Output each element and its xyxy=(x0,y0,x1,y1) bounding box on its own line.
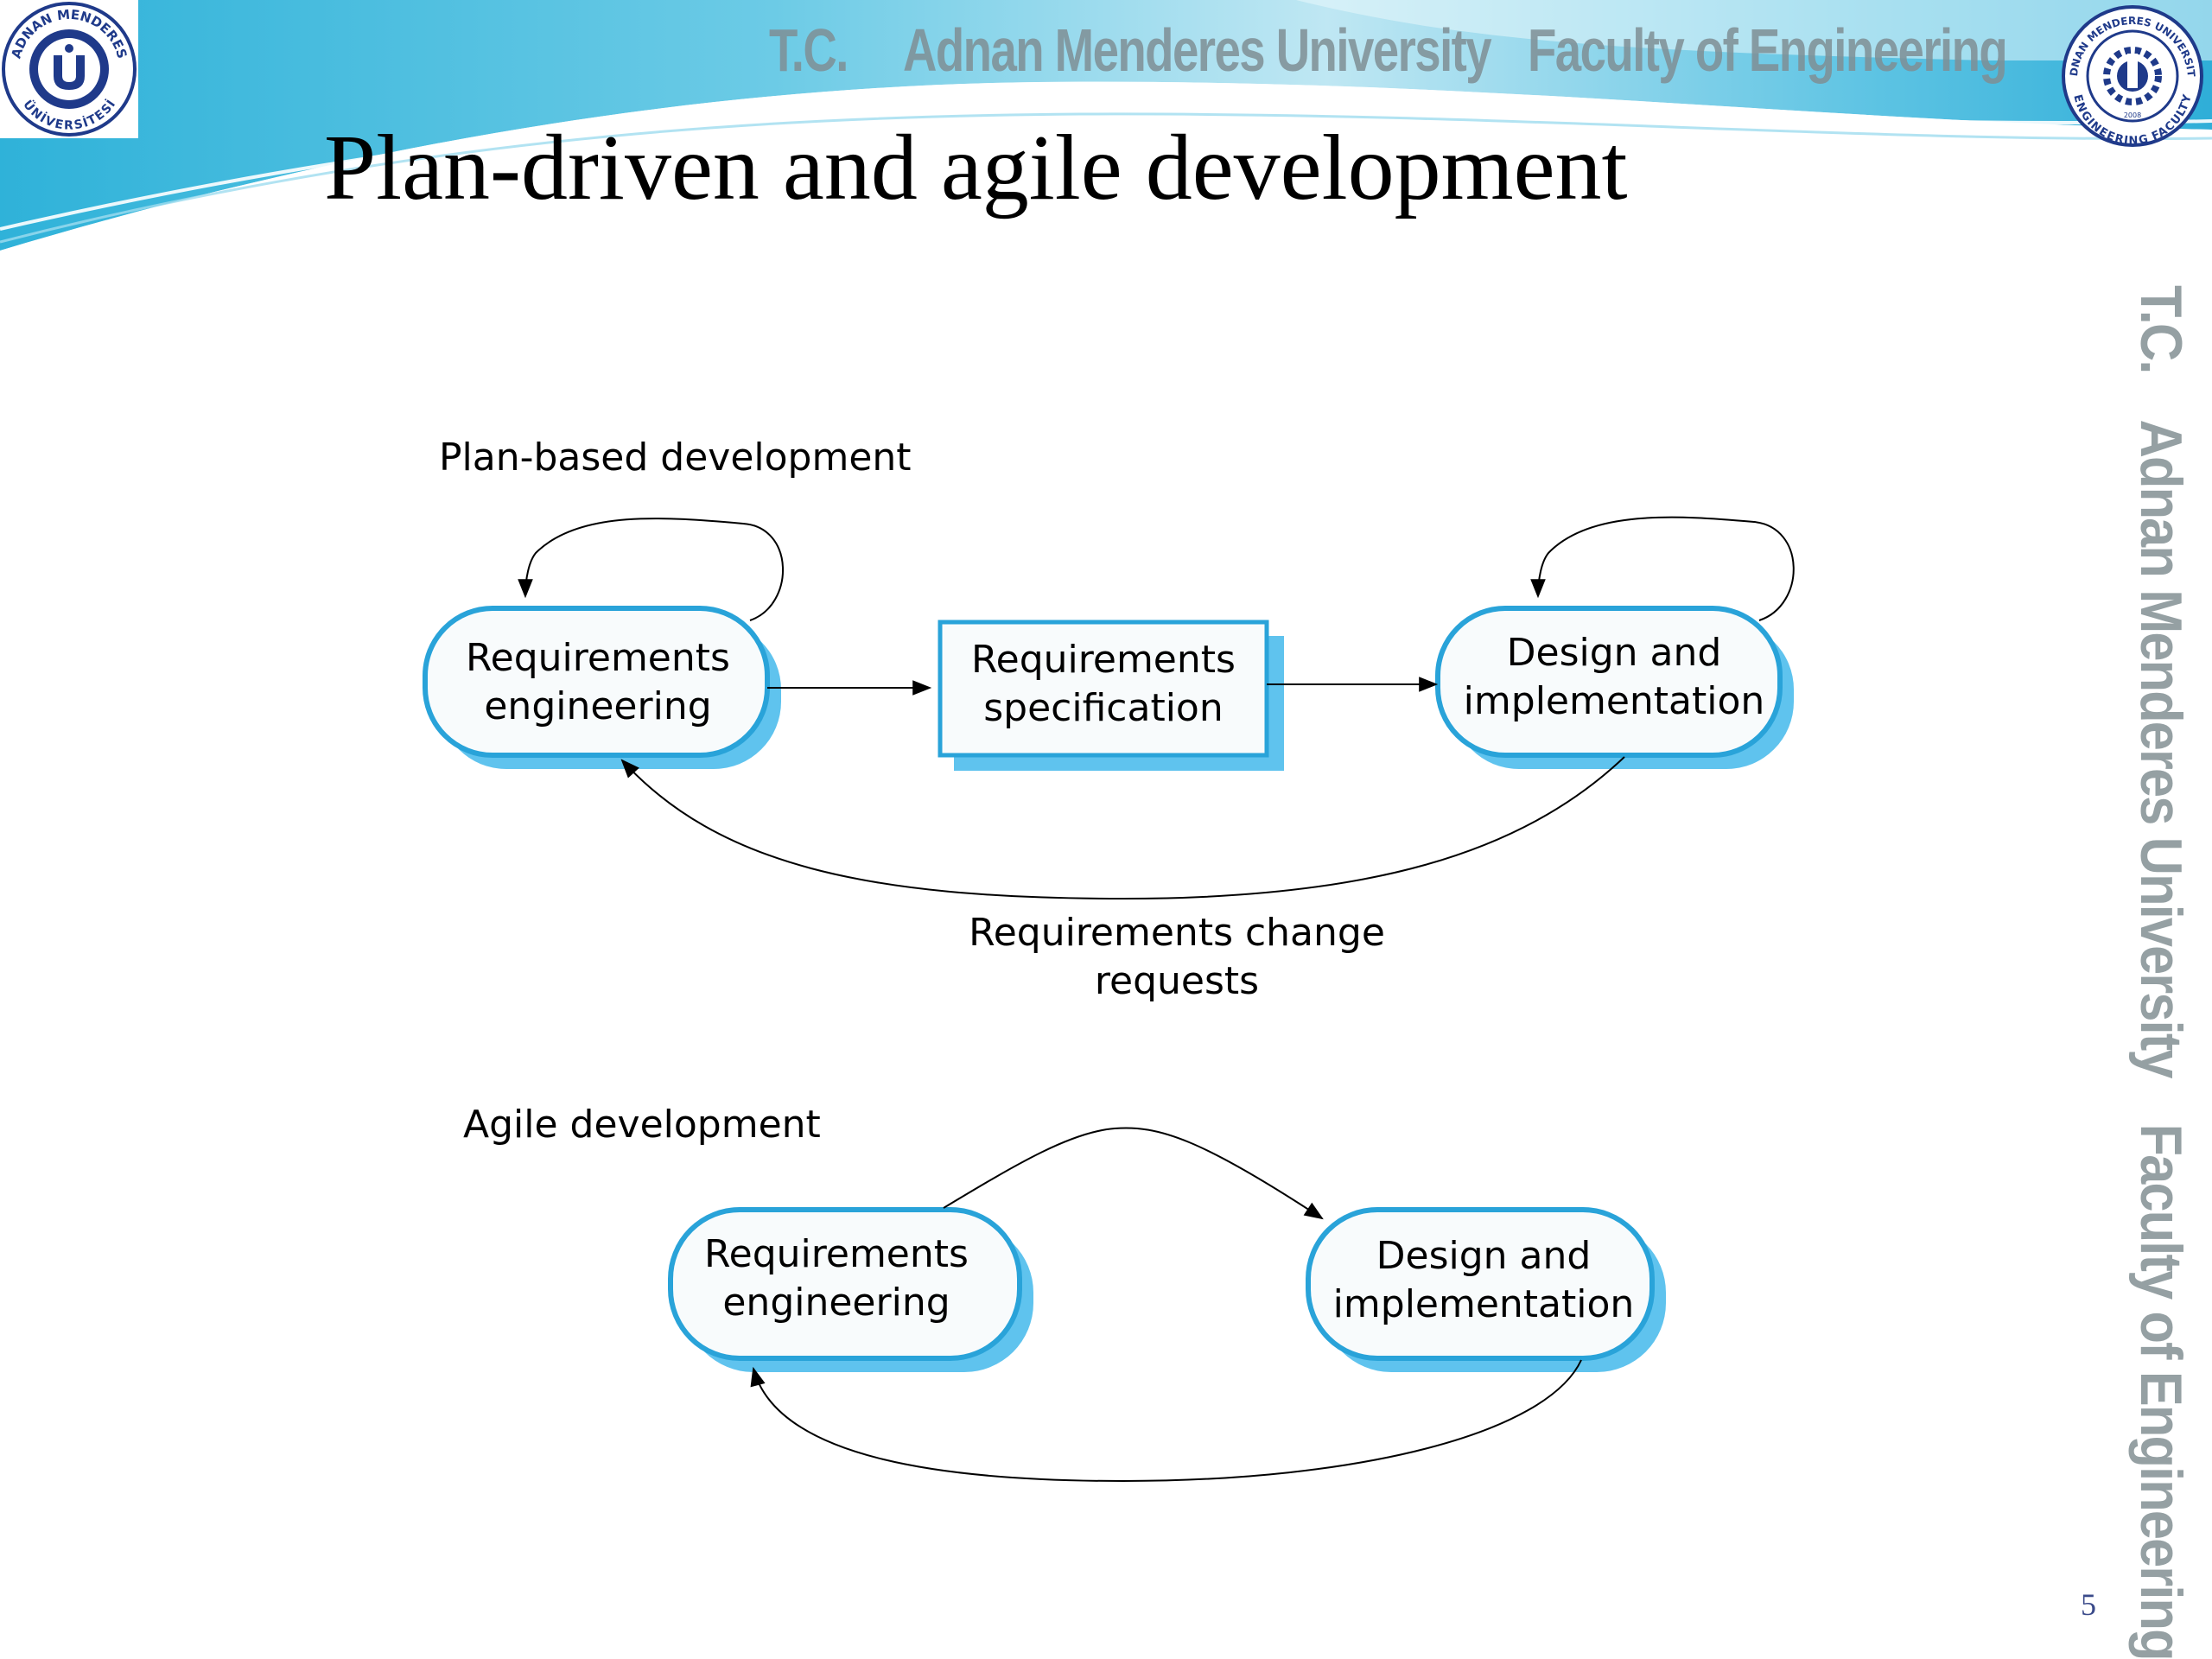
plan-req-eng-self-loop xyxy=(518,518,785,621)
plan-design-label-line1: Design and xyxy=(1507,631,1722,675)
header-university: Adnan Menderes University xyxy=(903,16,1492,84)
agile-heading: Agile development xyxy=(463,1103,821,1147)
agile-req-eng-label-line1: Requirements xyxy=(704,1232,969,1276)
header-banner xyxy=(0,0,2212,259)
agile-arrow-req-to-design xyxy=(943,1127,1324,1220)
plan-design-self-loop xyxy=(1530,516,1795,621)
change-requests-label-line2: requests xyxy=(1095,959,1259,1003)
plan-req-spec-node: Requirements specification xyxy=(938,620,1284,771)
plan-req-eng-label-line1: Requirements xyxy=(466,636,730,680)
engineering-faculty-seal-icon: ADNAN MENDERES UNIVERSITY ENGINEERING FA… xyxy=(2049,0,2203,148)
change-requests-label-line1: Requirements change xyxy=(969,911,1385,955)
arrow-change-requests xyxy=(620,756,1625,900)
plan-design-label-line2: implementation xyxy=(1464,679,1765,723)
page-number: 5 xyxy=(2081,1587,2096,1622)
agile-req-eng-node: Requirements engineering xyxy=(668,1207,1033,1372)
agile-design-label-line1: Design and xyxy=(1376,1234,1592,1278)
plan-design-node: Design and implementation xyxy=(1435,606,1794,769)
agile-arrow-design-to-req xyxy=(750,1359,1582,1483)
plan-req-eng-label-line2: engineering xyxy=(484,684,711,728)
header-faculty: Faculty of Engineering xyxy=(1528,16,2008,84)
university-logo-year: 1992 xyxy=(60,102,78,110)
plan-req-eng-node: Requirements engineering xyxy=(423,606,781,769)
engineering-faculty-logo: ADNAN MENDERES UNIVERSITY ENGINEERING FA… xyxy=(2049,0,2212,159)
header-tc: T.C. xyxy=(769,16,849,84)
agile-design-label-line2: implementation xyxy=(1333,1282,1635,1326)
agile-req-eng-label-line2: engineering xyxy=(722,1281,950,1325)
faculty-logo-year: 2008 xyxy=(2124,111,2141,119)
university-logo: ADNAN MENDERES ÜNİVERSİTESİ 1992 xyxy=(0,0,138,138)
agile-design-node: Design and implementation xyxy=(1306,1207,1666,1372)
plan-heading: Plan-based development xyxy=(439,435,912,480)
slide-title: Plan-driven and agile development xyxy=(324,117,1628,219)
plan-req-spec-label-line1: Requirements xyxy=(971,638,1236,682)
university-seal-icon: ADNAN MENDERES ÜNİVERSİTESİ 1992 xyxy=(2,2,137,137)
plan-req-spec-label-line2: specification xyxy=(983,686,1224,730)
